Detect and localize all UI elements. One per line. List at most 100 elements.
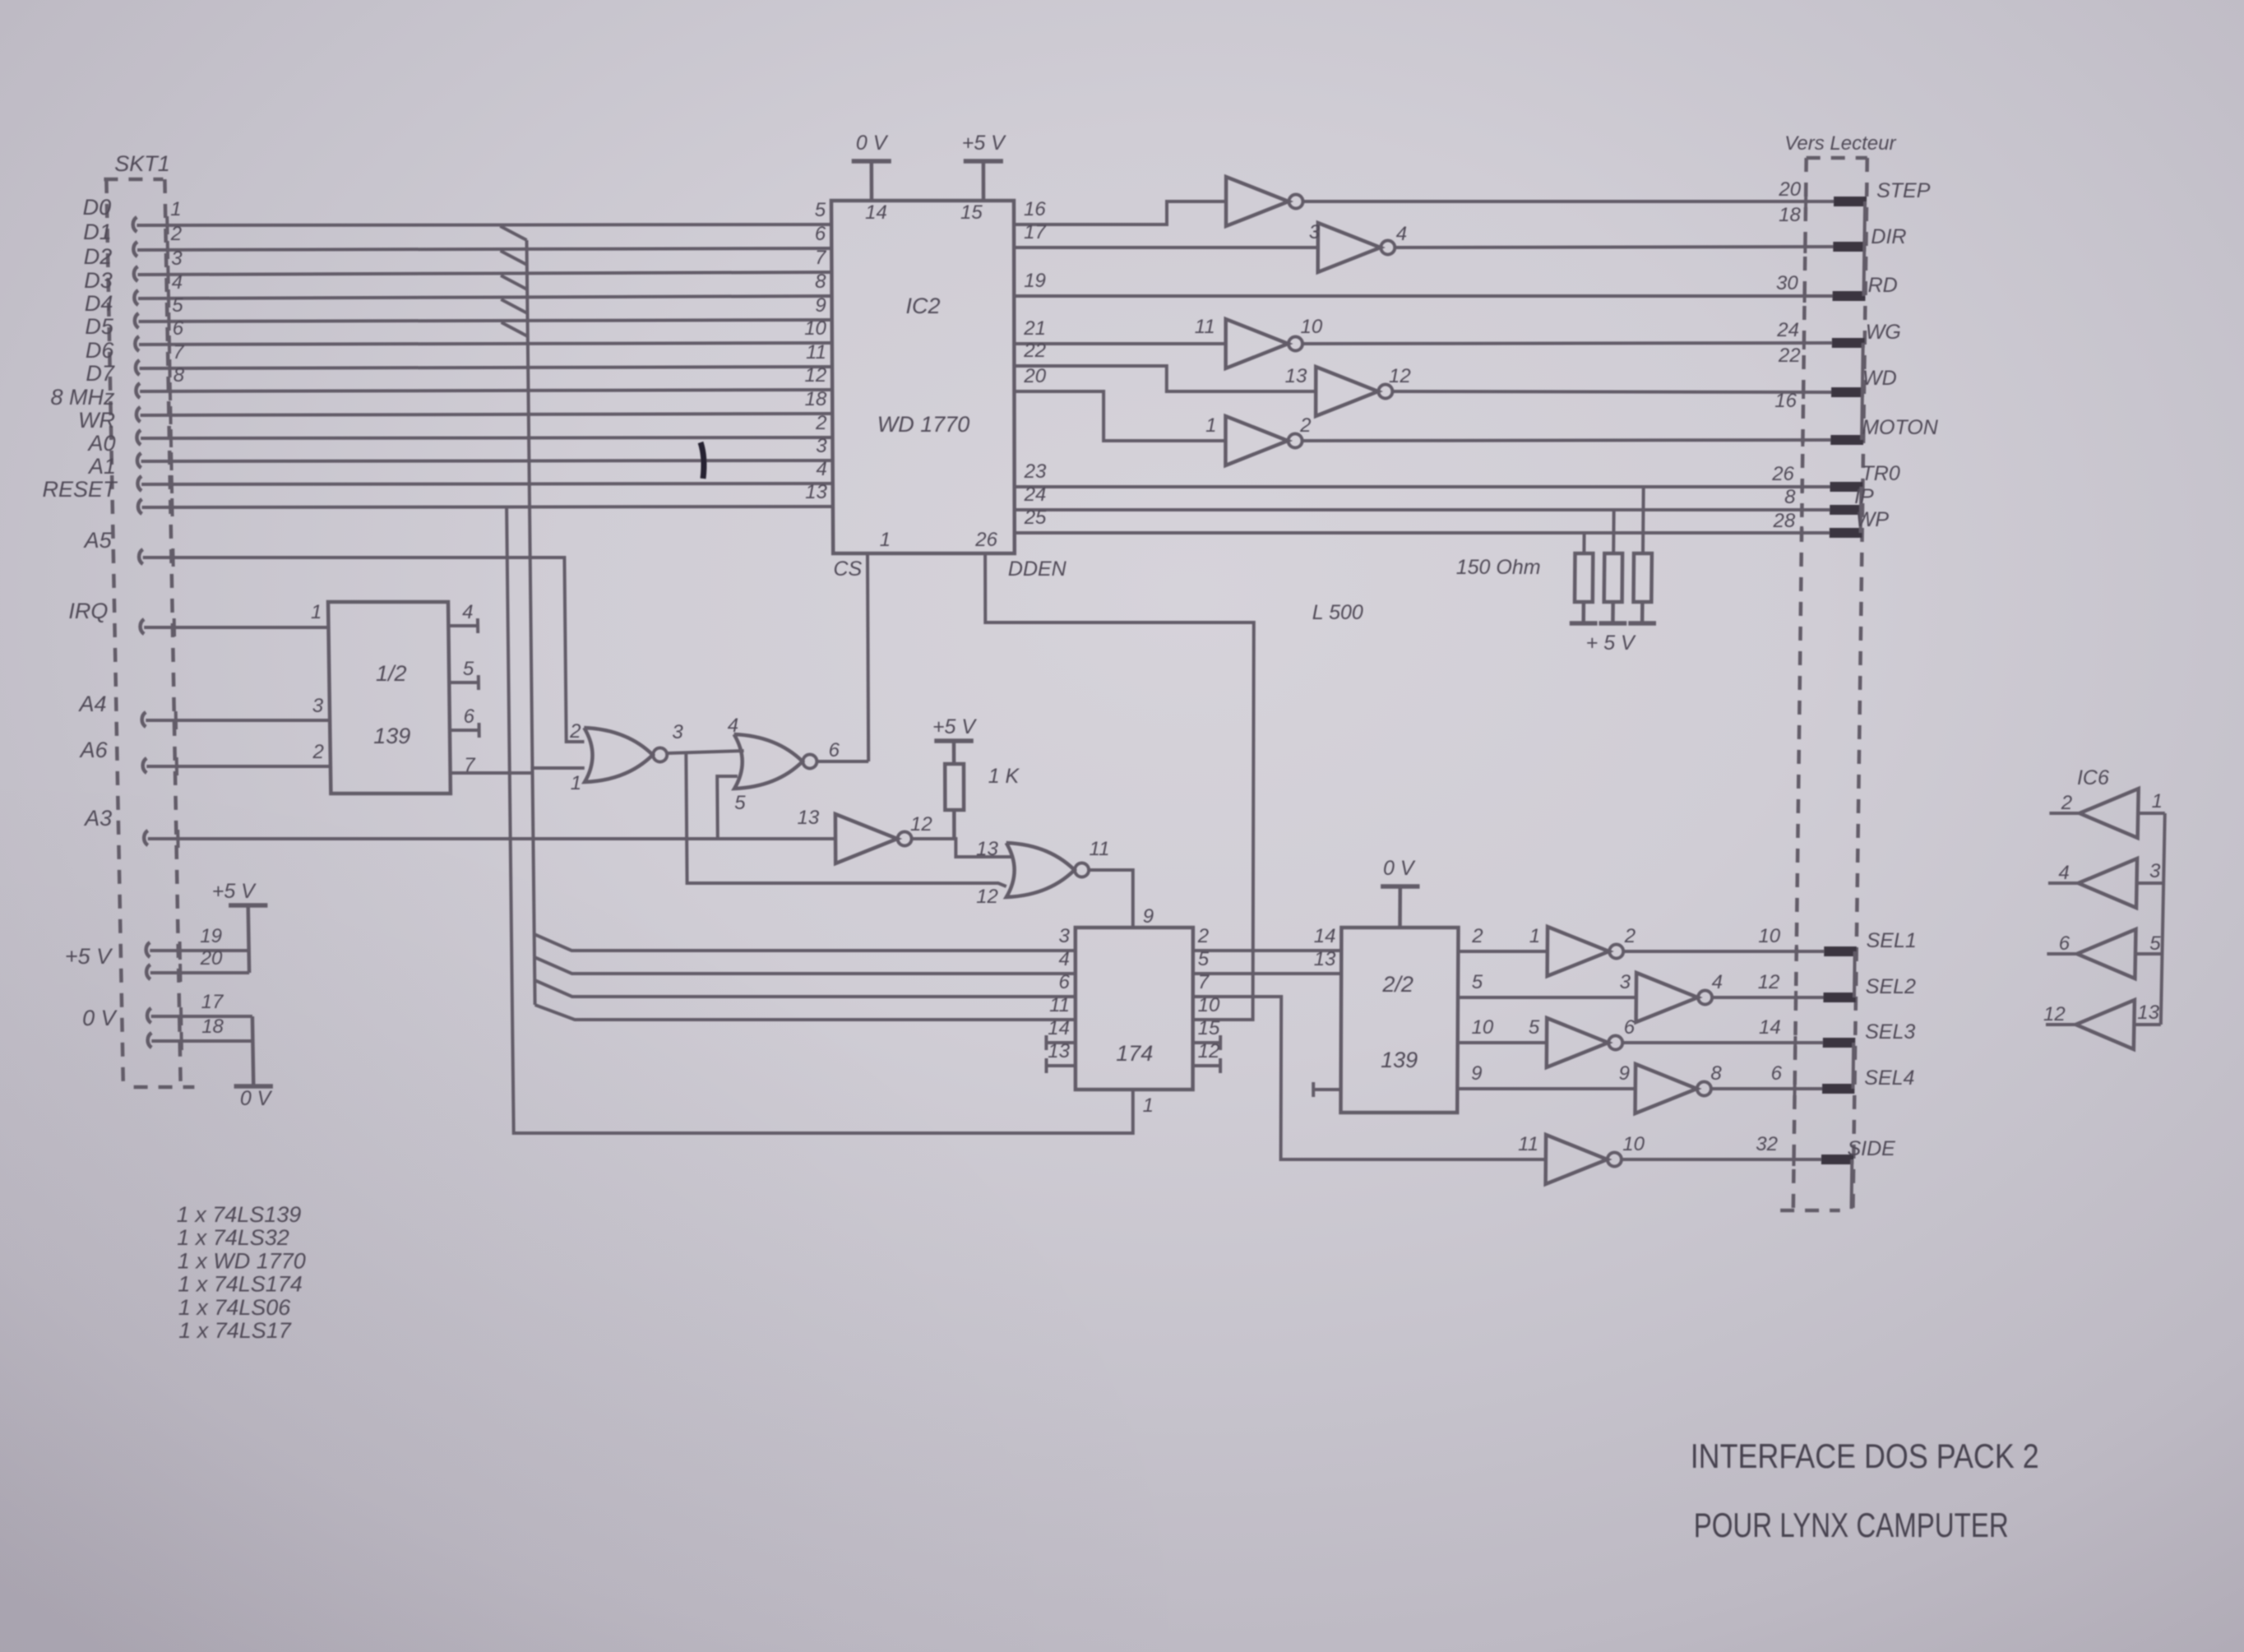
svg-text:SEL1: SEL1: [1867, 929, 1917, 952]
svg-text:TR0: TR0: [1862, 462, 1900, 485]
svg-text:26: 26: [974, 529, 997, 551]
svg-text:11: 11: [1049, 994, 1070, 1016]
svg-text:3: 3: [672, 721, 683, 743]
svg-text:D2: D2: [84, 244, 113, 269]
svg-text:6: 6: [464, 706, 475, 728]
svg-text:15: 15: [1198, 1017, 1220, 1039]
svg-text:SEL2: SEL2: [1866, 975, 1916, 998]
svg-text:10: 10: [1198, 994, 1220, 1016]
svg-text:6: 6: [815, 223, 826, 245]
svg-text:7: 7: [815, 247, 827, 269]
svg-text:8: 8: [1784, 486, 1796, 508]
svg-text:WG: WG: [1866, 321, 1901, 344]
svg-text:5: 5: [1529, 1016, 1540, 1039]
svg-text:11: 11: [806, 341, 826, 363]
svg-text:2: 2: [1471, 925, 1483, 947]
svg-text:23: 23: [1024, 460, 1047, 483]
svg-text:1 K: 1 K: [988, 765, 1020, 788]
svg-text:1: 1: [2152, 790, 2163, 812]
svg-text:17: 17: [201, 991, 224, 1013]
svg-text:6: 6: [1771, 1062, 1783, 1085]
svg-text:IRQ: IRQ: [68, 599, 108, 623]
svg-text:18: 18: [805, 388, 827, 410]
svg-text:24: 24: [1776, 319, 1799, 341]
svg-text:1 x 74LS06: 1 x 74LS06: [178, 1295, 292, 1320]
svg-text:3: 3: [1059, 925, 1071, 947]
svg-text:D1: D1: [83, 220, 112, 244]
svg-text:DDEN: DDEN: [1008, 558, 1067, 581]
svg-text:5: 5: [2149, 932, 2161, 955]
svg-text:5: 5: [815, 199, 826, 221]
svg-text:18: 18: [1779, 204, 1801, 226]
svg-text:4: 4: [1712, 971, 1723, 993]
svg-text:5: 5: [463, 658, 474, 680]
svg-text:2: 2: [1197, 925, 1209, 947]
svg-text:STEP: STEP: [1876, 179, 1931, 202]
svg-text:A0: A0: [86, 431, 115, 456]
svg-text:CS: CS: [833, 558, 862, 581]
svg-text:14: 14: [1759, 1016, 1781, 1039]
svg-text:6: 6: [2059, 932, 2070, 955]
svg-text:IP: IP: [1854, 485, 1874, 508]
svg-text:20: 20: [200, 947, 223, 969]
svg-text:10: 10: [804, 317, 826, 340]
svg-text:POUR LYNX CAMPUTER: POUR LYNX CAMPUTER: [1694, 1506, 2009, 1544]
svg-text:13: 13: [797, 807, 819, 829]
svg-text:DIR: DIR: [1871, 225, 1906, 248]
svg-text:8: 8: [174, 364, 185, 386]
svg-text:30: 30: [1776, 272, 1798, 294]
svg-text:1/2: 1/2: [376, 661, 407, 686]
svg-text:Vers Lecteur: Vers Lecteur: [1784, 132, 1896, 155]
svg-text:6: 6: [1059, 971, 1071, 993]
svg-text:1 x 74LS32: 1 x 74LS32: [177, 1225, 289, 1250]
svg-text:16: 16: [1024, 198, 1046, 220]
svg-text:D5: D5: [85, 314, 113, 339]
svg-text:1: 1: [311, 601, 322, 623]
svg-text:5: 5: [1472, 971, 1483, 993]
svg-text:D6: D6: [86, 338, 114, 363]
svg-text:13: 13: [1285, 365, 1307, 387]
svg-text:4: 4: [728, 715, 738, 737]
svg-text:2/2: 2/2: [1381, 972, 1413, 997]
svg-text:A1: A1: [87, 454, 116, 479]
svg-text:139: 139: [1381, 1048, 1418, 1072]
svg-text:2: 2: [2061, 792, 2072, 814]
svg-text:10: 10: [1622, 1133, 1645, 1155]
svg-text:1 x WD 1770: 1 x WD 1770: [178, 1248, 306, 1273]
svg-text:12: 12: [976, 886, 998, 908]
svg-text:9: 9: [1619, 1062, 1630, 1085]
svg-text:13: 13: [805, 481, 827, 503]
svg-text:4: 4: [816, 458, 826, 480]
svg-text:139: 139: [373, 724, 410, 748]
svg-text:17: 17: [1024, 221, 1047, 243]
svg-text:13: 13: [976, 838, 998, 860]
svg-text:4: 4: [1396, 223, 1407, 245]
svg-text:4: 4: [1059, 948, 1070, 970]
svg-text:10: 10: [1472, 1016, 1494, 1039]
svg-text:3: 3: [312, 695, 324, 717]
svg-text:32: 32: [1756, 1133, 1778, 1155]
svg-text:12: 12: [1198, 1040, 1220, 1062]
svg-text:21: 21: [1023, 317, 1046, 340]
svg-text:22: 22: [1778, 345, 1801, 367]
svg-text:150 Ohm: 150 Ohm: [1456, 556, 1541, 579]
svg-text:11: 11: [1090, 838, 1110, 860]
svg-text:RD: RD: [1868, 274, 1898, 297]
svg-text:2: 2: [815, 412, 826, 434]
svg-text:7: 7: [1198, 971, 1210, 993]
svg-text:IC2: IC2: [905, 294, 940, 318]
svg-text:SKT1: SKT1: [114, 151, 170, 176]
svg-text:+5 V: +5 V: [65, 944, 113, 969]
svg-text:WR: WR: [78, 408, 115, 433]
svg-text:14: 14: [865, 201, 887, 224]
svg-text:8 MHz: 8 MHz: [50, 385, 115, 410]
svg-text:8: 8: [1710, 1062, 1722, 1085]
svg-text:1: 1: [571, 772, 581, 794]
svg-text:IC6: IC6: [2077, 766, 2109, 789]
svg-text:2: 2: [170, 223, 182, 245]
svg-text:D4: D4: [85, 291, 113, 316]
svg-text:7: 7: [464, 754, 476, 776]
svg-text:14: 14: [1048, 1017, 1070, 1039]
svg-text:8: 8: [815, 271, 826, 293]
svg-text:12: 12: [1389, 365, 1411, 387]
